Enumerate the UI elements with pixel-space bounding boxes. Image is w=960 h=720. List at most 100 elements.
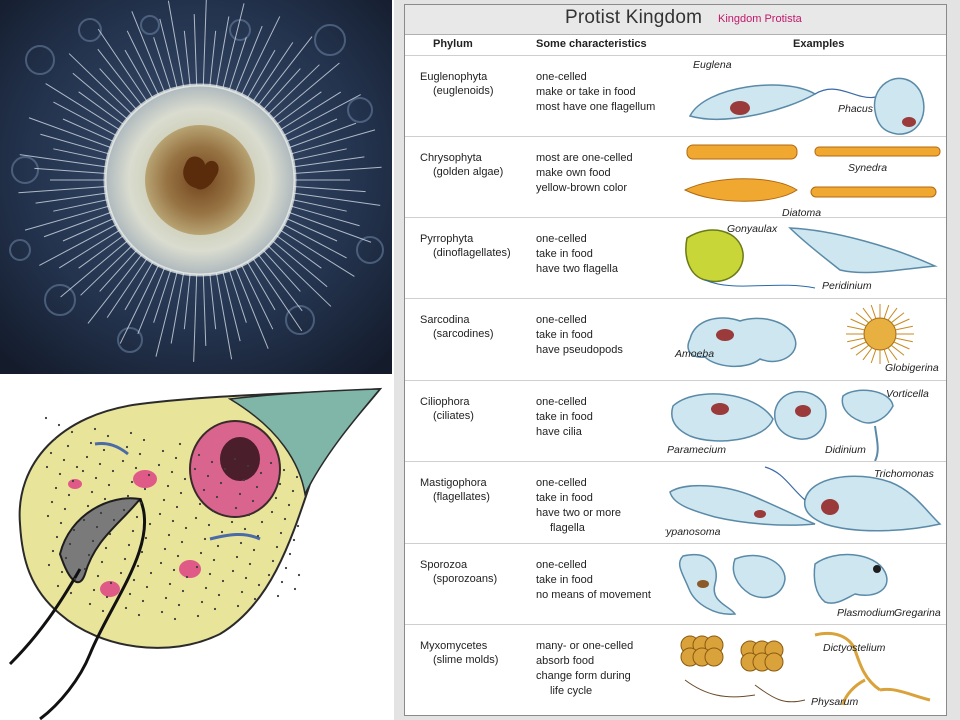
example-label: Paramecium xyxy=(667,444,726,456)
example-label: Amoeba xyxy=(674,348,714,360)
table-row: Chrysophyta (golden algae) most are one-ce… xyxy=(405,136,946,218)
example-illustration: TrichomonasTrypanosoma xyxy=(665,466,942,538)
phylum-common-name: (dinoflagellates) xyxy=(433,247,511,259)
characteristic-line: one-celled xyxy=(536,233,587,245)
characteristics-cell: many- or one-celled absorb food change for… xyxy=(536,639,633,699)
phylum-cell: Ciliophora (ciliates) xyxy=(420,395,474,423)
phylum-name: Pyrrophyta xyxy=(420,233,474,245)
characteristics-cell: one-celled take in food have cilia xyxy=(536,395,593,440)
phylum-name: Ciliophora xyxy=(420,396,470,408)
phylum-common-name: (flagellates) xyxy=(433,491,490,503)
characteristic-line: take in food xyxy=(536,492,593,504)
phylum-name: Myxomycetes xyxy=(420,640,488,652)
micrograph-photo xyxy=(0,0,392,374)
example-label: Phacus xyxy=(838,103,874,115)
characteristic-line: one-celled xyxy=(536,396,587,408)
characteristic-line: most are one-celled xyxy=(536,152,633,164)
phylum-cell: Sarcodina (sarcodines) xyxy=(420,313,494,341)
phylum-name: Chrysophyta xyxy=(420,152,482,164)
example-label: Physarum xyxy=(811,696,859,708)
characteristic-line: take in food xyxy=(536,411,593,423)
phylum-common-name: (sporozoans) xyxy=(433,573,498,585)
page-title: Protist Kingdom xyxy=(565,7,703,28)
example-label: Peridinium xyxy=(822,280,872,292)
table-row: Mastigophora (flagellates) one-celled take … xyxy=(405,461,946,543)
example-label: Gregarina xyxy=(894,607,941,619)
characteristic-line: no means of movement xyxy=(536,589,651,601)
example-label: Trypanosoma xyxy=(665,526,721,538)
column-header-characteristics: Some characteristics xyxy=(536,38,647,50)
characteristic-line: many- or one-celled xyxy=(536,640,634,652)
page-subtitle: Kingdom Protista xyxy=(718,13,802,25)
characteristic-line: take in food xyxy=(536,248,593,260)
phylum-name: Sarcodina xyxy=(420,314,470,326)
phylum-common-name: (euglenoids) xyxy=(433,85,494,97)
characteristic-line: take in food xyxy=(536,574,593,586)
protist-table: Protist Kingdom Kingdom Protista Phylum … xyxy=(404,4,947,716)
phylum-cell: Myxomycetes (slime molds) xyxy=(420,639,498,667)
characteristic-line: have two flagella xyxy=(536,263,618,275)
example-label: Diatoma xyxy=(782,207,821,218)
example-label: Globigerina xyxy=(885,362,939,374)
example-label: Synedra xyxy=(848,162,887,174)
column-header-phylum: Phylum xyxy=(433,38,473,50)
column-header-examples: Examples xyxy=(793,38,845,50)
characteristics-cell: most are one-celled make own food yellow-b… xyxy=(536,151,633,196)
example-label: Gonyaulax xyxy=(727,223,778,235)
phylum-common-name: (golden algae) xyxy=(433,166,504,178)
table-row: Pyrrophyta (dinoflagellates) one-celled tak… xyxy=(405,217,946,299)
characteristic-line: change form during xyxy=(536,670,631,682)
phylum-common-name: (slime molds) xyxy=(433,654,499,666)
characteristic-line: one-celled xyxy=(536,477,587,489)
characteristic-line: have pseudopods xyxy=(536,344,623,356)
phylum-name: Mastigophora xyxy=(420,477,487,489)
phylum-cell: Sporozoa (sporozoans) xyxy=(420,558,497,586)
flagellate-drawing xyxy=(0,374,392,720)
characteristic-line: life cycle xyxy=(550,685,593,697)
example-label: Didinium xyxy=(825,444,866,456)
examples-cell: TrichomonasTrypanosoma xyxy=(665,462,948,543)
characteristic-line: one-celled xyxy=(536,71,587,83)
characteristic-line: make own food xyxy=(536,167,611,179)
example-label: Trichomonas xyxy=(874,468,935,480)
characteristic-line: take in food xyxy=(536,329,593,341)
characteristics-cell: one-celled take in food have two flagella xyxy=(536,232,618,277)
example-label: Dictyostelium xyxy=(823,642,886,654)
table-row: Ciliophora (ciliates) one-celled take in fo… xyxy=(405,380,946,462)
table-row: Myxomycetes (slime molds) many- or one-cel… xyxy=(405,624,946,717)
characteristic-line: most have one flagellum xyxy=(536,101,656,113)
phylum-name: Sporozoa xyxy=(420,559,468,571)
characteristic-line: yellow-brown color xyxy=(536,182,628,194)
phylum-common-name: (ciliates) xyxy=(433,410,474,422)
example-label: Vorticella xyxy=(886,388,929,400)
phylum-cell: Mastigophora (flagellates) xyxy=(420,476,490,504)
phylum-common-name: (sarcodines) xyxy=(433,328,494,340)
example-label: Euglena xyxy=(693,59,732,71)
characteristic-line: make or take in food xyxy=(536,86,636,98)
phylum-cell: Pyrrophyta (dinoflagellates) xyxy=(420,232,511,260)
phylum-name: Euglenophyta xyxy=(420,71,488,83)
characteristic-line: absorb food xyxy=(536,655,595,667)
characteristics-cell: one-celled make or take in food most have … xyxy=(536,70,655,115)
table-row: Euglenophyta (euglenoids) one-celled make o… xyxy=(405,55,946,137)
characteristic-line: flagella xyxy=(550,522,585,534)
title-bar: Protist Kingdom Kingdom Protista xyxy=(405,5,946,35)
characteristic-line: have cilia xyxy=(536,426,582,438)
